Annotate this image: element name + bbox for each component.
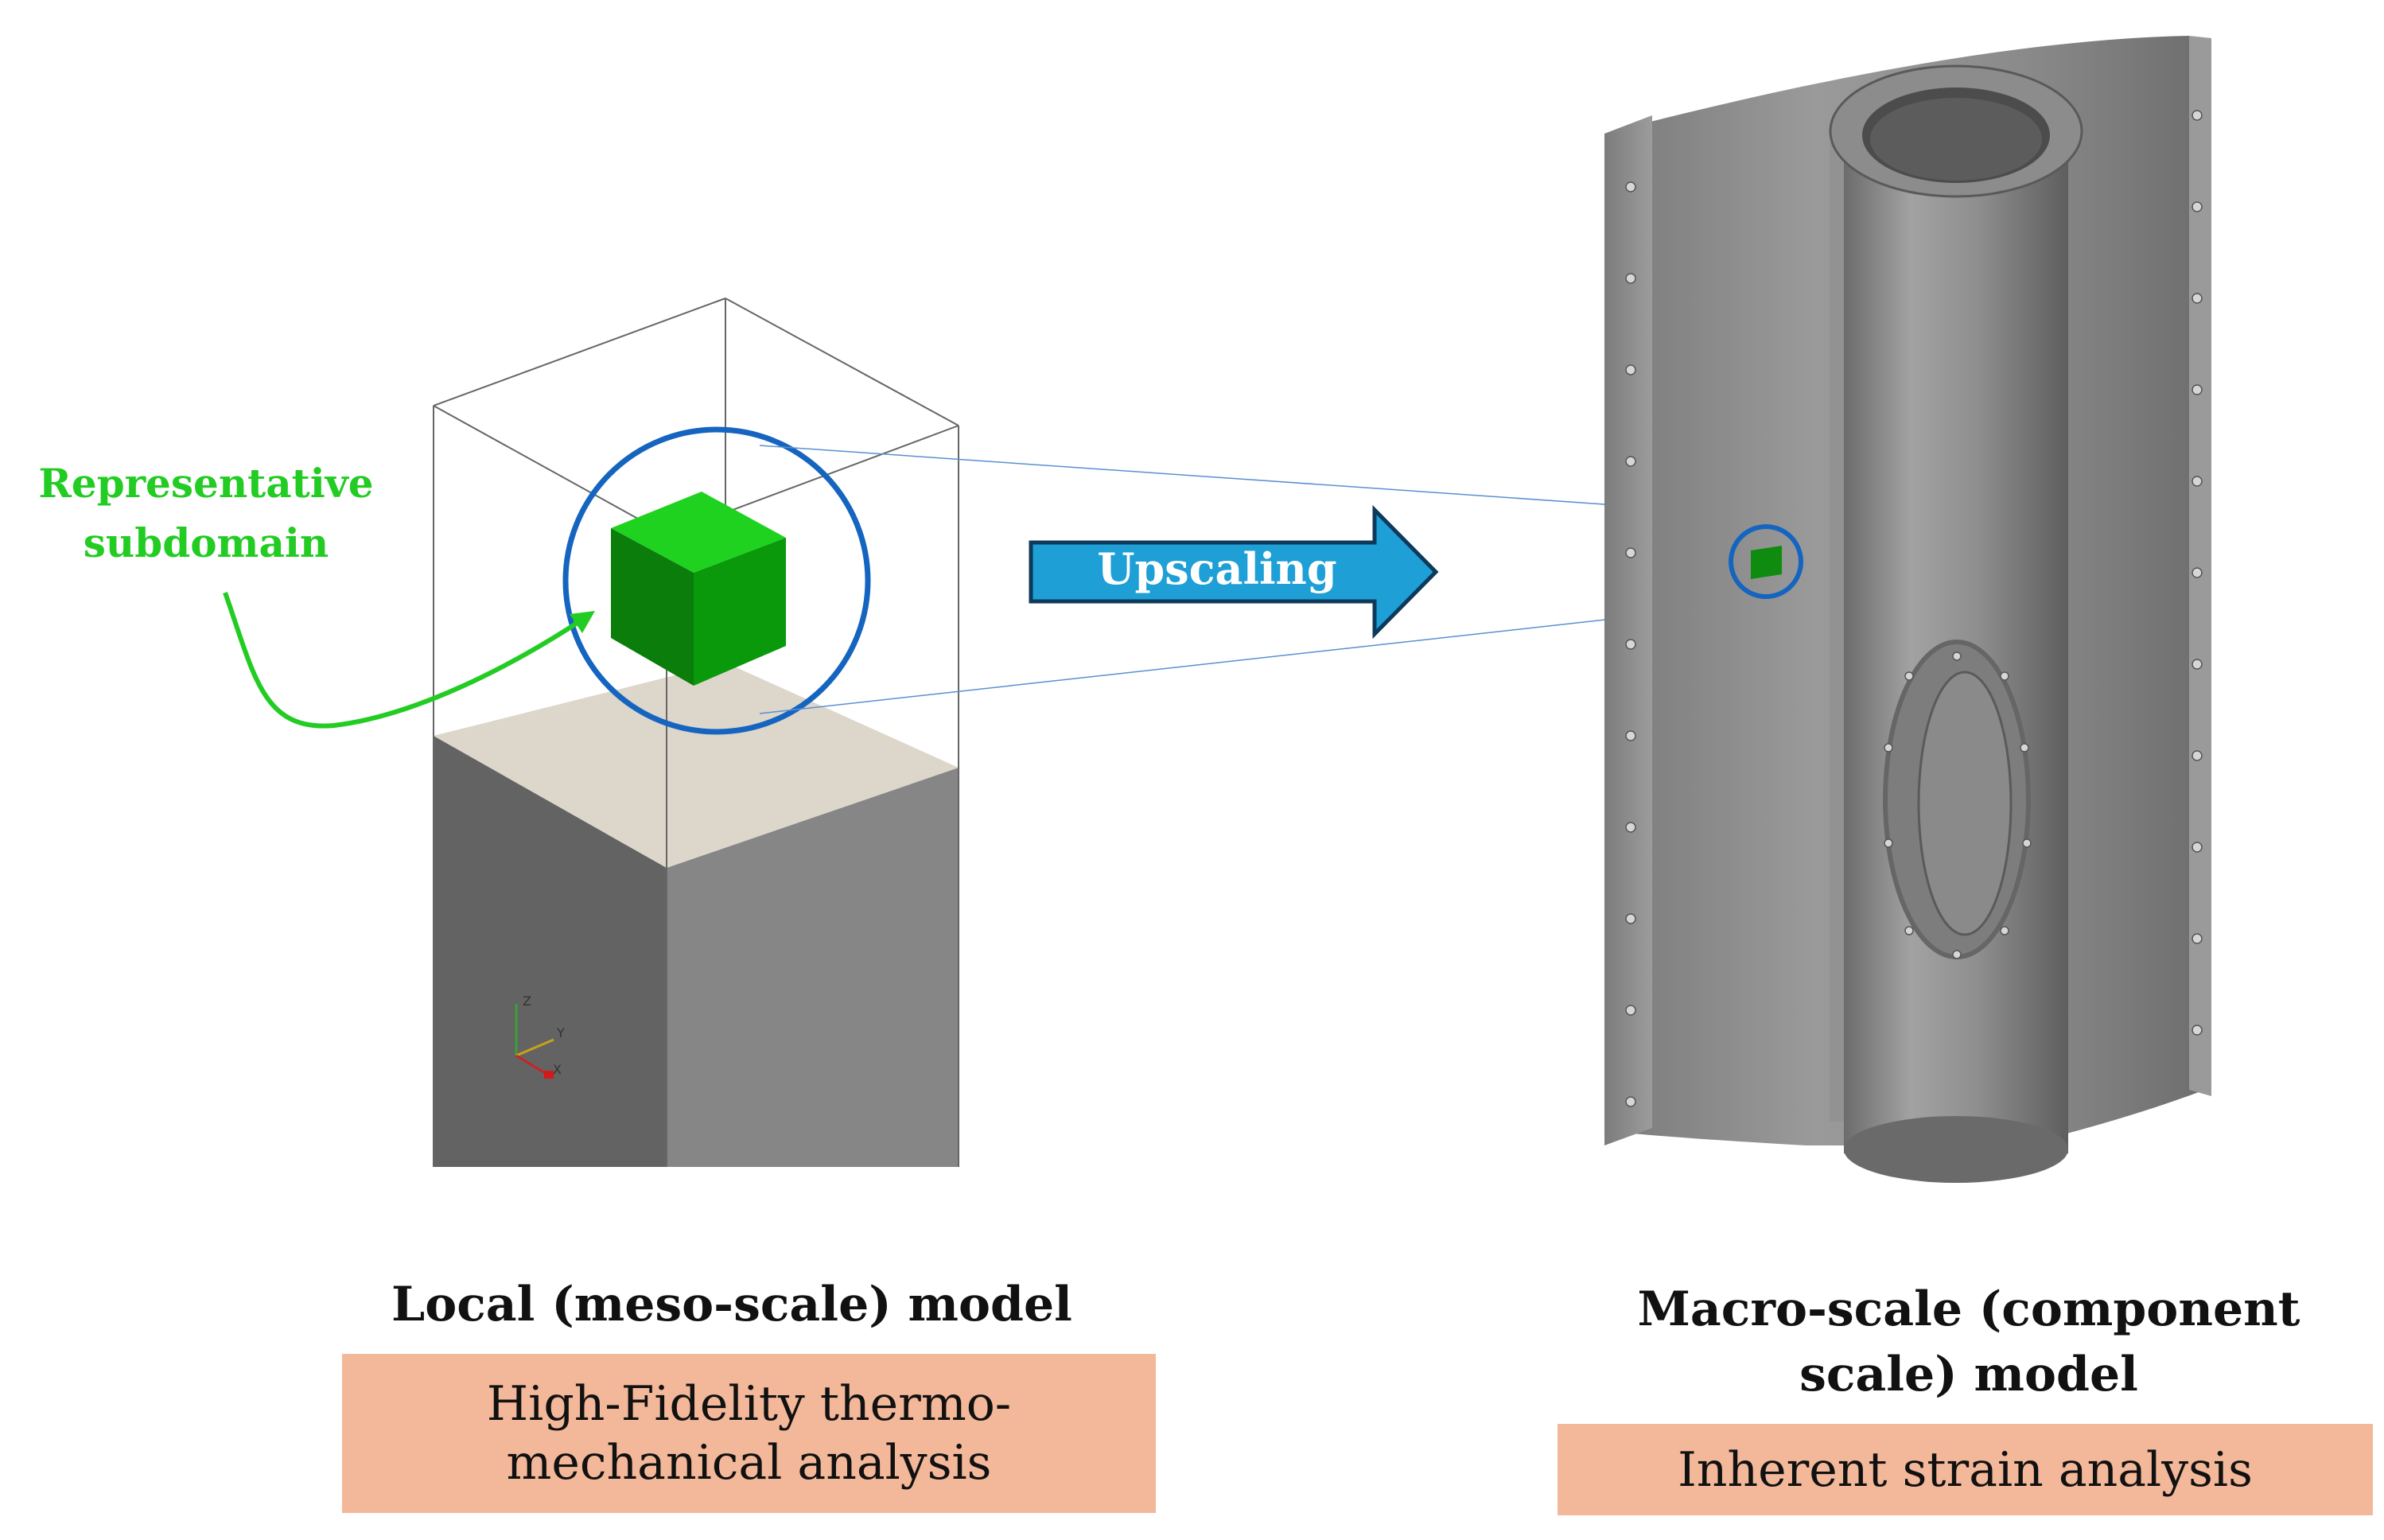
central-pipe (1844, 119, 2068, 1153)
axis-x-label: X (553, 1062, 562, 1077)
upscaling-label: Upscaling (1097, 543, 1336, 594)
component-zoom-circle (1729, 524, 1803, 599)
left-model-title: Local (meso-scale) model (391, 1277, 1072, 1332)
axis-triad (515, 1004, 554, 1079)
left-box-line1: High-Fidelity thermo- (486, 1376, 1012, 1432)
annotation-line1: Representative (38, 460, 373, 507)
bolt-holes-port (1884, 651, 2032, 959)
right-model-box: Inherent strain analysis (1558, 1424, 2373, 1515)
right-model-title: Macro-scale (component scale) model (1543, 1277, 2384, 1407)
annotation-arrow (223, 592, 595, 729)
annotation-line2: subdomain (84, 519, 329, 566)
powder-layer (434, 663, 959, 868)
right-title-line2: scale) model (1799, 1347, 2138, 1402)
zoom-circle (562, 426, 871, 735)
meso-block (433, 298, 959, 1167)
axis-z-label: Z (523, 994, 531, 1009)
component-subdomain (1751, 546, 1782, 579)
axis-y-label: Y (556, 1025, 565, 1040)
upscaling-arrow[interactable] (1029, 504, 1439, 640)
bolt-holes-left (1625, 181, 1636, 1107)
wireframe-box (433, 298, 959, 1167)
zoom-lines (759, 445, 1743, 714)
shell-left-strip (1604, 115, 1652, 1145)
right-title-line1: Macro-scale (component (1637, 1281, 2300, 1337)
left-box-line2: mechanical analysis (506, 1435, 992, 1491)
component-model (1604, 36, 2211, 1183)
right-box-text: Inherent strain analysis (1678, 1441, 2253, 1498)
block-right-face (667, 768, 959, 1167)
subdomain-cube (611, 492, 786, 686)
bolt-holes-right (2191, 110, 2203, 1036)
left-model-box: High-Fidelity thermo- mechanical analysi… (342, 1354, 1156, 1513)
block-left-face (434, 736, 667, 1167)
